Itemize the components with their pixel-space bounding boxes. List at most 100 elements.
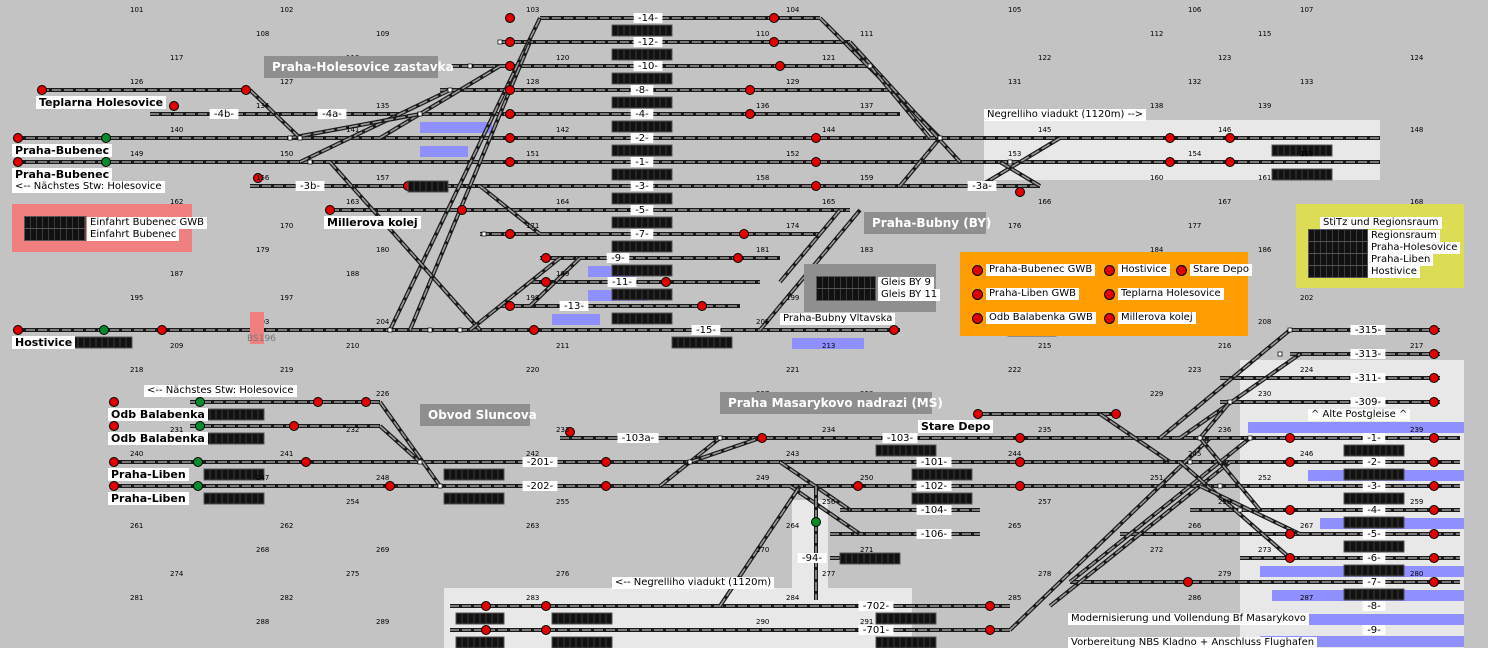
signal-icon[interactable] <box>1429 457 1439 467</box>
signal-icon[interactable] <box>13 157 23 167</box>
signal-icon[interactable] <box>541 625 551 635</box>
switch-icon[interactable] <box>867 63 873 69</box>
orange-row[interactable]: Praha-Bubenec GWB <box>972 264 1096 276</box>
signal-icon[interactable] <box>481 601 491 611</box>
yellow-row[interactable]: Hostivice <box>1308 265 1420 278</box>
track-segment[interactable] <box>248 88 302 140</box>
signal-icon[interactable] <box>109 457 119 467</box>
signal-icon[interactable] <box>697 301 707 311</box>
signal-icon[interactable] <box>505 37 515 47</box>
orange-row[interactable]: Hostivice <box>1104 264 1170 276</box>
signal-icon[interactable] <box>157 325 167 335</box>
signal-icon[interactable] <box>1165 133 1175 143</box>
signal-icon[interactable] <box>109 481 119 491</box>
signal-icon[interactable] <box>973 409 983 419</box>
switch-icon[interactable] <box>437 483 443 489</box>
signal-icon[interactable] <box>193 457 203 467</box>
signal-icon[interactable] <box>1429 325 1439 335</box>
signal-icon[interactable] <box>1015 433 1025 443</box>
signal-icon[interactable] <box>195 397 205 407</box>
signal-icon[interactable] <box>1183 577 1193 587</box>
yellow-row[interactable]: Praha-Liben <box>1308 253 1434 266</box>
signal-icon[interactable] <box>13 133 23 143</box>
signal-icon[interactable] <box>811 181 821 191</box>
signal-icon[interactable] <box>385 481 395 491</box>
signal-icon[interactable] <box>1015 457 1025 467</box>
signal-icon[interactable] <box>985 625 995 635</box>
signal-icon[interactable] <box>193 481 203 491</box>
switch-icon[interactable] <box>1237 507 1243 513</box>
signal-icon[interactable] <box>505 229 515 239</box>
signal-icon[interactable] <box>733 253 743 263</box>
signal-icon[interactable] <box>1165 157 1175 167</box>
switch-icon[interactable] <box>1007 159 1013 165</box>
signal-icon[interactable] <box>505 157 515 167</box>
signal-icon[interactable] <box>99 325 109 335</box>
signal-icon[interactable] <box>325 205 335 215</box>
signal-icon[interactable] <box>101 157 111 167</box>
signal-icon[interactable] <box>505 109 515 119</box>
signal-icon[interactable] <box>169 101 179 111</box>
einfahrt-row-2[interactable]: Einfahrt Bubenec <box>24 228 180 241</box>
switch-icon[interactable] <box>1227 399 1233 405</box>
signal-icon[interactable] <box>1225 157 1235 167</box>
gleis-row-2[interactable]: Gleis BY 11 <box>816 288 941 301</box>
signal-icon[interactable] <box>769 37 779 47</box>
switch-icon[interactable] <box>1277 351 1283 357</box>
signal-icon[interactable] <box>769 13 779 23</box>
signal-icon[interactable] <box>1285 505 1295 515</box>
switch-icon[interactable] <box>447 87 453 93</box>
track-segment[interactable] <box>528 256 582 308</box>
signal-icon[interactable] <box>361 397 371 407</box>
einfahrt-row-1[interactable]: Einfahrt Bubenec GWB <box>24 216 207 229</box>
switch-icon[interactable] <box>417 111 423 117</box>
signal-icon[interactable] <box>505 13 515 23</box>
signal-icon[interactable] <box>505 301 515 311</box>
signal-icon[interactable] <box>811 157 821 167</box>
signal-icon[interactable] <box>985 601 995 611</box>
signal-icon[interactable] <box>1285 553 1295 563</box>
switch-icon[interactable] <box>417 459 423 465</box>
switch-icon[interactable] <box>937 135 943 141</box>
signal-icon[interactable] <box>505 85 515 95</box>
signal-icon[interactable] <box>241 85 251 95</box>
signal-icon[interactable] <box>1429 577 1439 587</box>
signal-icon[interactable] <box>195 421 205 431</box>
switch-icon[interactable] <box>1247 435 1253 441</box>
switch-icon[interactable] <box>717 435 723 441</box>
switch-icon[interactable] <box>427 327 433 333</box>
switch-icon[interactable] <box>287 135 293 141</box>
orange-row[interactable]: Odb Balabenka GWB <box>972 312 1096 324</box>
signal-icon[interactable] <box>1429 349 1439 359</box>
signal-icon[interactable] <box>37 85 47 95</box>
switch-icon[interactable] <box>457 327 463 333</box>
signal-icon[interactable] <box>253 173 263 183</box>
signal-icon[interactable] <box>289 421 299 431</box>
switch-icon[interactable] <box>687 459 693 465</box>
signal-icon[interactable] <box>745 109 755 119</box>
bs196-marker[interactable] <box>250 312 264 344</box>
signal-icon[interactable] <box>109 397 119 407</box>
signal-icon[interactable] <box>457 205 467 215</box>
signal-icon[interactable] <box>1015 187 1025 197</box>
yellow-row[interactable]: Praha-Holesovice <box>1308 241 1461 254</box>
signal-icon[interactable] <box>739 229 749 239</box>
signal-icon[interactable] <box>853 481 863 491</box>
signal-icon[interactable] <box>481 625 491 635</box>
switch-icon[interactable] <box>387 327 393 333</box>
signal-icon[interactable] <box>505 133 515 143</box>
signal-icon[interactable] <box>1429 481 1439 491</box>
signal-icon[interactable] <box>1429 529 1439 539</box>
orange-row[interactable]: Praha-Liben GWB <box>972 288 1080 300</box>
signal-icon[interactable] <box>1429 397 1439 407</box>
signal-icon[interactable] <box>109 421 119 431</box>
signal-icon[interactable] <box>541 277 551 287</box>
switch-icon[interactable] <box>497 39 503 45</box>
signal-icon[interactable] <box>1285 529 1295 539</box>
signal-icon[interactable] <box>1015 481 1025 491</box>
signal-icon[interactable] <box>757 433 767 443</box>
signal-icon[interactable] <box>1111 409 1121 419</box>
switch-icon[interactable] <box>1197 435 1203 441</box>
signal-icon[interactable] <box>565 427 575 437</box>
signal-icon[interactable] <box>505 61 515 71</box>
